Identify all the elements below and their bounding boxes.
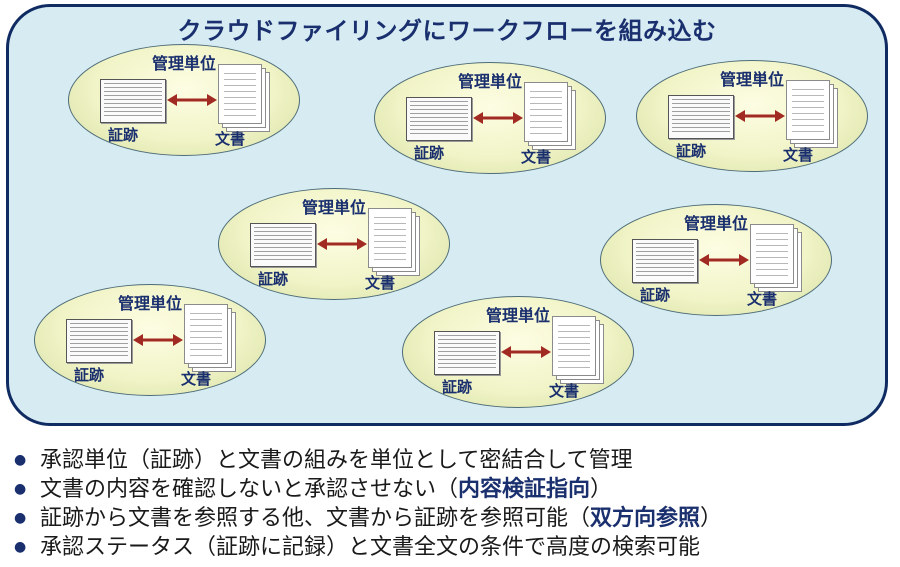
evidence-label: 証跡 [74,366,105,384]
document-label: 文書 [549,382,580,400]
evidence-form-icon [434,331,500,375]
bidirectional-arrow-icon [317,238,367,250]
bullet-item: ●証跡から文書を参照する他、文書から証跡を参照可能（双方向参照） [14,506,723,531]
management-unit: 管理単位証跡 文書 [374,62,606,174]
evidence-label: 証跡 [414,144,445,162]
bidirectional-arrow-icon [735,110,785,122]
evidence-label: 証跡 [258,270,289,288]
evidence-form-icon [406,97,472,141]
bullet-dot-icon: ● [14,510,27,526]
bullet-item: ●承認単位（証跡）と文書の組みを単位として密結合して管理 [14,448,633,473]
evidence-form-icon [100,79,166,123]
unit-label: 管理単位 [457,72,522,91]
bidirectional-arrow-icon [501,346,551,358]
evidence-label: 証跡 [676,142,707,160]
management-unit: 管理単位証跡 文書 [34,284,266,396]
unit-label: 管理単位 [719,70,784,89]
bidirectional-arrow-icon [699,254,749,266]
bidirectional-arrow-icon [167,94,217,106]
unit-label: 管理単位 [683,214,748,233]
management-unit: 管理単位証跡 文書 [636,60,868,172]
bullet-dot-icon: ● [14,452,27,468]
unit-label: 管理単位 [485,306,550,325]
evidence-form-icon [66,319,132,363]
evidence-form-icon [250,223,316,267]
bidirectional-arrow-icon [133,334,183,346]
management-unit: 管理単位証跡 文書 [600,204,832,316]
document-label: 文書 [747,290,778,308]
bullet-emphasis: 双方向参照 [590,506,701,531]
document-label: 文書 [783,146,814,164]
evidence-form-icon [632,239,698,283]
unit-label: 管理単位 [151,54,216,73]
document-label: 文書 [521,148,552,166]
evidence-label: 証跡 [108,126,139,144]
panel-title: クラウドファイリングにワークフローを組み込む [177,17,717,45]
bullet-item: ●文書の内容を確認しないと承認させない（内容検証指向） [14,477,613,502]
unit-label: 管理単位 [301,198,366,217]
document-label: 文書 [181,370,212,388]
document-label: 文書 [365,274,396,292]
management-unit: 管理単位証跡 文書 [68,44,300,156]
unit-label: 管理単位 [117,294,182,313]
bidirectional-arrow-icon [473,112,523,124]
evidence-form-icon [668,95,734,139]
evidence-label: 証跡 [640,286,671,304]
management-unit: 管理単位証跡 文書 [402,296,634,408]
bullet-list: ●承認単位（証跡）と文書の組みを単位として密結合して管理 ●文書の内容を確認しない… [14,446,722,562]
bullet-item: ●承認ステータス（証跡に記録）と文書全文の条件で高度の検索可能 [14,535,701,560]
document-label: 文書 [215,130,246,148]
bullet-dot-icon: ● [14,481,27,497]
management-unit: 管理単位証跡 文書 [218,188,450,300]
evidence-label: 証跡 [442,378,473,396]
bullet-dot-icon: ● [14,539,27,555]
bullet-emphasis: 内容検証指向 [458,477,591,502]
